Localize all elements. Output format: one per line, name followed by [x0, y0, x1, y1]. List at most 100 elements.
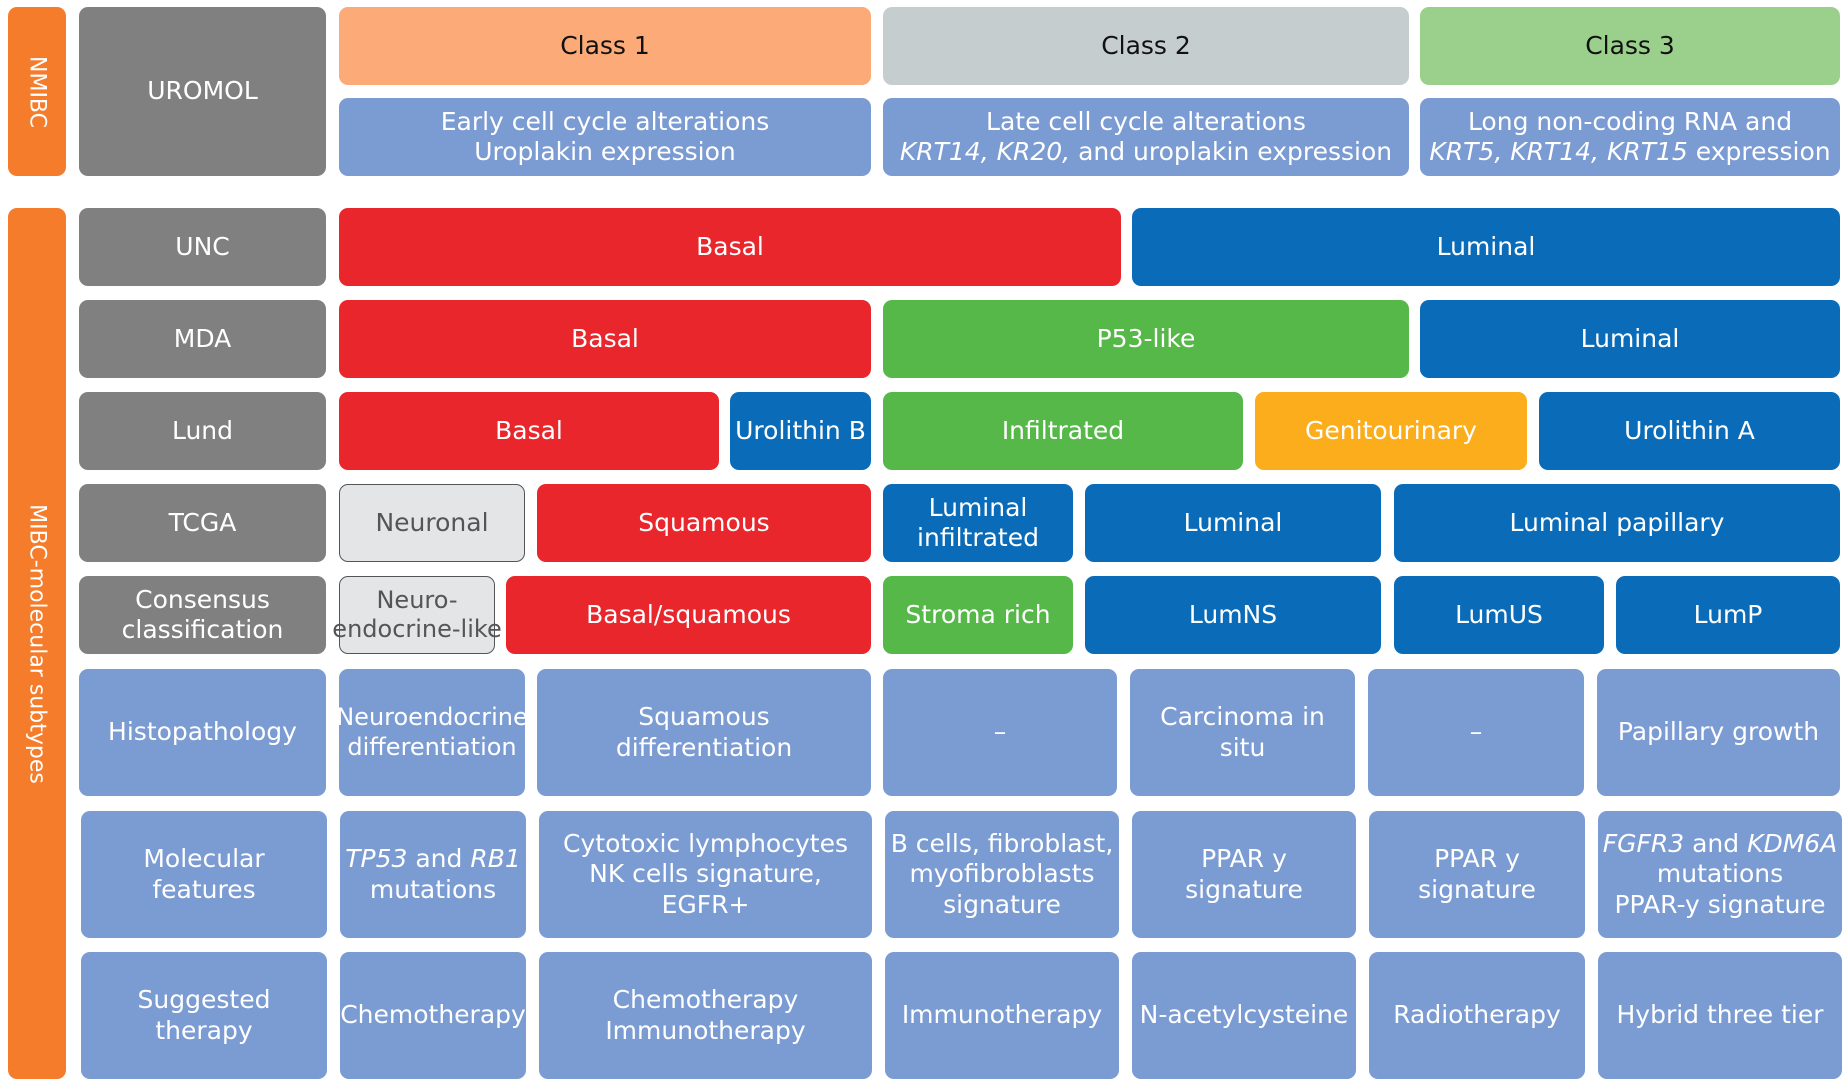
- histo-squamous: Squamous differentiation: [537, 669, 871, 796]
- mol-and-2: and: [1684, 828, 1748, 858]
- uromol-class2: Class 2: [883, 7, 1409, 85]
- uromol-class2-desc-line2: KRT14, KR20, and uroplakin expression: [900, 137, 1392, 168]
- tcga-luminal-infiltrated-line1: Luminal: [928, 492, 1028, 522]
- mol-ppar1-line2: signature: [1185, 874, 1303, 904]
- tcga-luminal-papillary-text: Luminal papillary: [1509, 507, 1725, 537]
- row-label-molecular-text: Molecular features: [143, 844, 264, 905]
- row-label-unc: UNC: [79, 208, 326, 286]
- row-label-consensus: Consensus classification: [79, 576, 326, 654]
- mol-fgfr3-text: FGFR3 and KDM6A mutations PPAR-y signatu…: [1603, 829, 1838, 921]
- unc-basal-text: Basal: [696, 231, 764, 261]
- tcga-luminal-infiltrated-text: Luminal infiltrated: [917, 493, 1039, 554]
- mol-cyto-line2: NK cells signature,: [589, 859, 822, 889]
- therapy-immunotherapy: Immunotherapy: [885, 952, 1119, 1079]
- row-label-molecular-line2: features: [152, 874, 256, 904]
- histo-dash-2: –: [1368, 669, 1584, 796]
- tcga-squamous-text: Squamous: [638, 507, 770, 537]
- uromol-class2-description: Late cell cycle alterations KRT14, KR20,…: [883, 98, 1409, 176]
- nmibc-side-label: NMIBC: [8, 7, 66, 176]
- mol-ppar2-line1: PPAR y: [1434, 844, 1520, 873]
- unc-luminal-text: Luminal: [1436, 231, 1536, 261]
- therapy-chemo-immuno-line2: Immunotherapy: [605, 1015, 806, 1045]
- mol-cytotoxic-text: Cytotoxic lymphocytes NK cells signature…: [563, 829, 848, 921]
- lund-infiltrated: Infiltrated: [883, 392, 1243, 470]
- row-label-tcga-text: TCGA: [168, 507, 237, 537]
- mda-p53like: P53-like: [883, 300, 1409, 378]
- uromol-class3: Class 3: [1420, 7, 1840, 85]
- consensus-basal-squamous: Basal/squamous: [506, 576, 871, 654]
- therapy-nac-text: N-acetylcysteine: [1139, 1000, 1349, 1030]
- histo-papillary-growth: Papillary growth: [1597, 669, 1840, 796]
- therapy-hybrid-three-tier: Hybrid three tier: [1598, 952, 1842, 1079]
- row-label-mda-text: MDA: [173, 323, 232, 353]
- row-label-unc-text: UNC: [175, 231, 230, 261]
- uromol-class3-desc-line2: KRT5, KRT14, KRT15 expression: [1429, 137, 1830, 168]
- row-label-histopathology-text: Histopathology: [108, 717, 297, 747]
- row-label-uromol-text: UROMOL: [147, 76, 258, 106]
- mol-bcells-line1: B cells, fibroblast,: [890, 828, 1114, 858]
- uromol-class1-desc-text: Early cell cycle alterations Uroplakin e…: [441, 107, 770, 168]
- mol-tp53-rb1-line1: TP53 and RB1: [345, 844, 521, 875]
- tcga-neuronal: Neuronal: [339, 484, 525, 562]
- therapy-chemo-text: Chemotherapy: [340, 1000, 526, 1030]
- histo-neuroendocrine: Neuroendocrine differentiation: [336, 669, 528, 796]
- therapy-radio-text: Radiotherapy: [1393, 1000, 1561, 1030]
- consensus-neuro-line2: endocrine-like: [332, 615, 502, 643]
- row-label-mda: MDA: [79, 300, 326, 378]
- consensus-neuro-line1: Neuro-: [376, 585, 458, 614]
- uromol-class1-description: Early cell cycle alterations Uroplakin e…: [339, 98, 871, 176]
- uromol-class1-desc-line2: Uroplakin expression: [474, 137, 736, 166]
- uromol-class3-description: Long non-coding RNA and KRT5, KRT14, KRT…: [1420, 98, 1840, 176]
- mol-fgfr3-line2: mutations: [1656, 859, 1784, 889]
- histo-neuro-line2: differentiation: [347, 732, 517, 761]
- uromol-class3-desc-line1: Long non-coding RNA and: [1467, 106, 1793, 136]
- lund-basal-text: Basal: [495, 415, 563, 445]
- row-label-molecular-features: Molecular features: [81, 811, 327, 938]
- uromol-class3-desc-rest: expression: [1687, 137, 1831, 166]
- uromol-class2-text: Class 2: [1101, 30, 1191, 60]
- mol-tp53-gene: TP53: [345, 844, 408, 873]
- uromol-class2-desc-rest: and uroplakin expression: [1070, 137, 1393, 166]
- row-label-therapy-line1: Suggested: [137, 985, 271, 1014]
- tcga-luminal-infiltrated-line2: infiltrated: [917, 523, 1039, 552]
- mol-fgfr3-line3: PPAR-y signature: [1614, 889, 1826, 919]
- uromol-class2-genes: KRT14, KR20,: [899, 137, 1071, 166]
- lund-urolithin-b-text: Urolithin B: [735, 415, 866, 445]
- histo-neuro-line1: Neuroendocrine: [336, 703, 528, 732]
- therapy-immuno-text: Immunotherapy: [901, 1000, 1103, 1030]
- therapy-n-acetylcysteine: N-acetylcysteine: [1132, 952, 1356, 1079]
- row-label-therapy-text: Suggested therapy: [138, 985, 271, 1046]
- histo-cis-text: Carcinoma in situ: [1160, 702, 1325, 762]
- therapy-radiotherapy: Radiotherapy: [1369, 952, 1585, 1079]
- mol-ppar-2: PPAR y signature: [1369, 811, 1585, 938]
- consensus-stroma-rich-text: Stroma rich: [905, 599, 1051, 629]
- row-label-molecular-line1: Molecular: [143, 844, 265, 873]
- mol-ppar2-line2: signature: [1418, 874, 1536, 904]
- histo-dash-2-text: –: [1469, 717, 1483, 747]
- mol-fgfr3-kdm6a: FGFR3 and KDM6A mutations PPAR-y signatu…: [1598, 811, 1842, 938]
- therapy-chemo-immuno: Chemotherapy Immunotherapy: [539, 952, 872, 1079]
- row-label-suggested-therapy: Suggested therapy: [81, 952, 327, 1079]
- therapy-hybrid-text: Hybrid three tier: [1616, 1000, 1824, 1030]
- uromol-class2-desc-text: Late cell cycle alterations KRT14, KR20,…: [900, 107, 1392, 168]
- consensus-basal-squamous-text: Basal/squamous: [586, 599, 791, 629]
- histo-squamous-line1: Squamous: [638, 702, 770, 731]
- uromol-class1: Class 1: [339, 7, 871, 85]
- histo-dash-1-text: –: [993, 717, 1007, 747]
- row-label-lund: Lund: [79, 392, 326, 470]
- lund-urolithin-a: Urolithin A: [1539, 392, 1840, 470]
- mda-basal: Basal: [339, 300, 871, 378]
- tcga-luminal: Luminal: [1085, 484, 1381, 562]
- consensus-lump: LumP: [1616, 576, 1840, 654]
- row-label-therapy-line2: therapy: [155, 1015, 253, 1045]
- lund-urolithin-b: Urolithin B: [730, 392, 871, 470]
- consensus-lumns-text: LumNS: [1188, 599, 1278, 629]
- unc-basal: Basal: [339, 208, 1121, 286]
- unc-luminal: Luminal: [1132, 208, 1840, 286]
- lund-genitourinary-text: Genitourinary: [1305, 415, 1477, 445]
- uromol-class2-desc-line1: Late cell cycle alterations: [986, 106, 1306, 136]
- histo-dash-1: –: [883, 669, 1117, 796]
- row-label-consensus-line1: Consensus: [135, 584, 270, 614]
- mda-p53like-text: P53-like: [1096, 323, 1196, 353]
- histo-squamous-line2: differentiation: [615, 732, 793, 762]
